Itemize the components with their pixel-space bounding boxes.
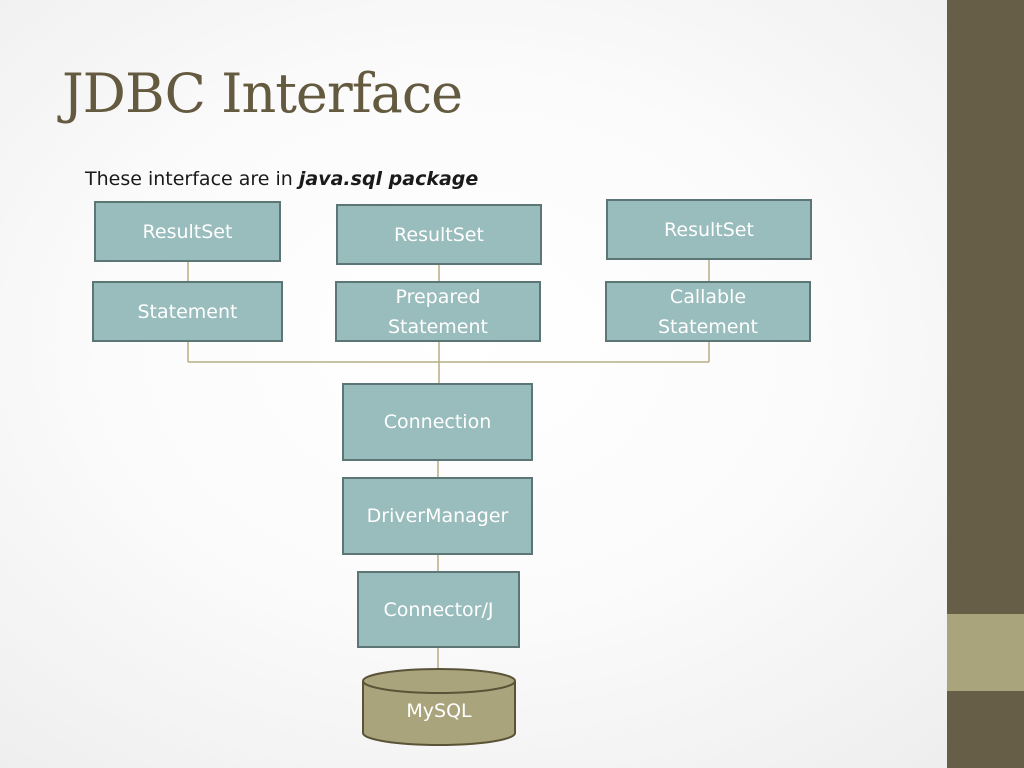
callable-statement-label-line1: Callable [669,285,747,308]
callable-statement-box: Callable Statement [605,281,811,342]
prepared-statement-label-line1: Prepared [395,285,481,308]
resultset-box-left-label: ResultSet [142,220,233,243]
subtitle: These interface are in java.sql package [85,168,478,190]
database-cylinder-icon [362,668,516,746]
callable-statement-label-line2: Statement [658,315,758,338]
connection-box: Connection [342,383,533,461]
connection-box-label: Connection [383,411,492,433]
side-bar-accent [947,614,1024,691]
statement-box: Statement [92,281,283,342]
resultset-box-left: ResultSet [94,201,281,262]
subtitle-text: These interface are in [85,168,299,190]
resultset-box-middle-label: ResultSet [394,223,484,246]
resultset-box-right-label: ResultSet [664,218,754,241]
prepared-statement-label-line2: Statement [388,315,488,338]
prepared-statement-box: Prepared Statement [335,281,541,342]
mysql-label: MySQL [406,700,472,722]
subtitle-package: java.sql package [298,168,479,190]
statement-box-label: Statement [137,300,238,323]
resultset-box-right: ResultSet [606,199,812,260]
drivermanager-box-label: DriverManager [366,505,509,527]
slide-title: JDBC Interface [62,62,463,125]
drivermanager-box: DriverManager [342,477,533,555]
connector-j-box: Connector/J [357,571,520,648]
mysql-database: MySQL [362,668,516,746]
connector-j-box-label: Connector/J [383,598,494,621]
resultset-box-middle: ResultSet [336,204,542,265]
